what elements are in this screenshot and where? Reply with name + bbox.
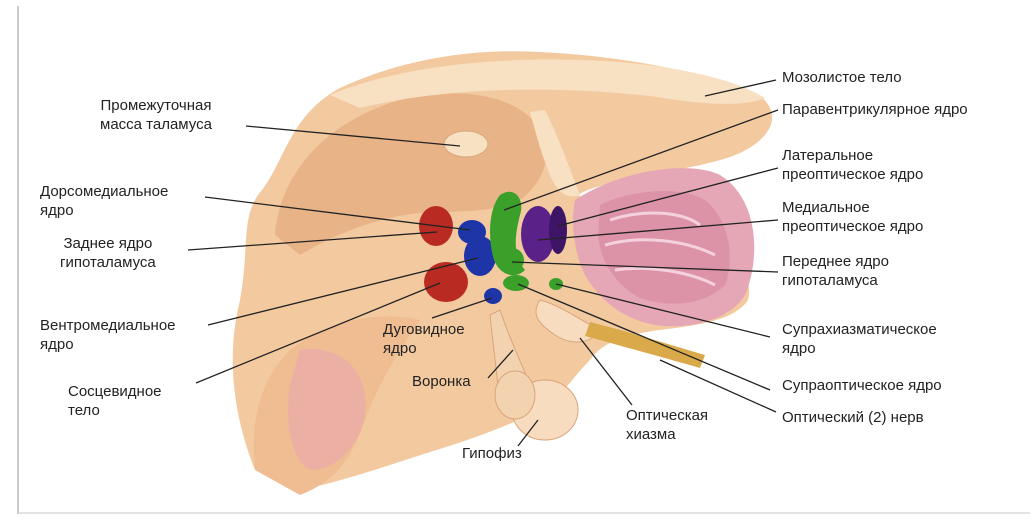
label-medial-preoptic: Медиальное преоптическое ядро (782, 199, 924, 235)
label-anterior: Переднее ядро гипоталамуса (782, 253, 889, 289)
label-posterior: Заднее ядро гипоталамуса (60, 235, 156, 271)
leader-arcuate (431, 297, 493, 319)
brainstem-pink (288, 349, 366, 470)
label-suprachiasmatic: Супрахиазматическое ядро (782, 321, 937, 357)
leader-paraventricular (503, 109, 779, 211)
label-optic-nerve: Оптический (2) нерв (782, 409, 924, 426)
lateral-preoptic-nucleus (549, 206, 567, 254)
leader-lateral-preoptic (557, 167, 779, 227)
label-chiasm: Оптическая хиазма (626, 407, 709, 443)
interthalamic-adhesion (443, 130, 489, 158)
label-lateral-preoptic: Латеральное преоптическое ядро (782, 147, 924, 183)
leader-chiasm (579, 337, 633, 406)
medial-preoptic-nucleus (521, 206, 555, 262)
leader-interthalamic (245, 125, 461, 147)
arcuate-nucleus (484, 288, 502, 304)
ventromedial-nucleus (464, 236, 496, 276)
label-ventromedial: Вентромедиальное ядро (40, 317, 176, 353)
leader-anterior (511, 261, 779, 273)
leader-corpus-callosum (704, 79, 777, 97)
label-paraventricular: Паравентрикулярное ядро (782, 101, 968, 118)
label-interthalamic: Промежуточная масса таламуса (100, 97, 212, 133)
corpus-callosum-band (330, 59, 765, 108)
leader-mammillary (195, 282, 441, 384)
label-dorsomedial: Дорсомедиальное ядро (40, 183, 169, 219)
pituitary-lobe (494, 370, 536, 420)
leader-suprachiasmatic (555, 283, 771, 338)
label-mammillary: Сосцевидное тело (68, 383, 162, 419)
leader-pituitary (517, 419, 539, 447)
leader-posterior (187, 231, 438, 251)
suprachiasmatic-nucleus (503, 275, 529, 291)
leader-dorsomedial (204, 196, 471, 231)
label-supraoptic: Супраоптическое ядро (782, 377, 942, 394)
leader-medial-preoptic (537, 219, 779, 241)
leader-ventromedial (207, 257, 479, 326)
optic-nerve (585, 322, 705, 368)
leader-optic-nerve (659, 359, 777, 413)
label-corpus-callosum: Мозолистое тело (782, 69, 902, 86)
label-pituitary: Гипофиз (462, 445, 522, 462)
label-arcuate: Дуговидное ядро (383, 321, 465, 357)
label-infundibulum: Воронка (412, 373, 471, 390)
leader-supraoptic (517, 283, 771, 391)
fornix (530, 110, 580, 197)
frontal-gyri-shade (598, 190, 730, 304)
leader-lines (187, 79, 779, 447)
leader-infundibulum (487, 349, 514, 379)
anterior-nucleus (500, 248, 524, 272)
mammillary-body (424, 262, 468, 302)
